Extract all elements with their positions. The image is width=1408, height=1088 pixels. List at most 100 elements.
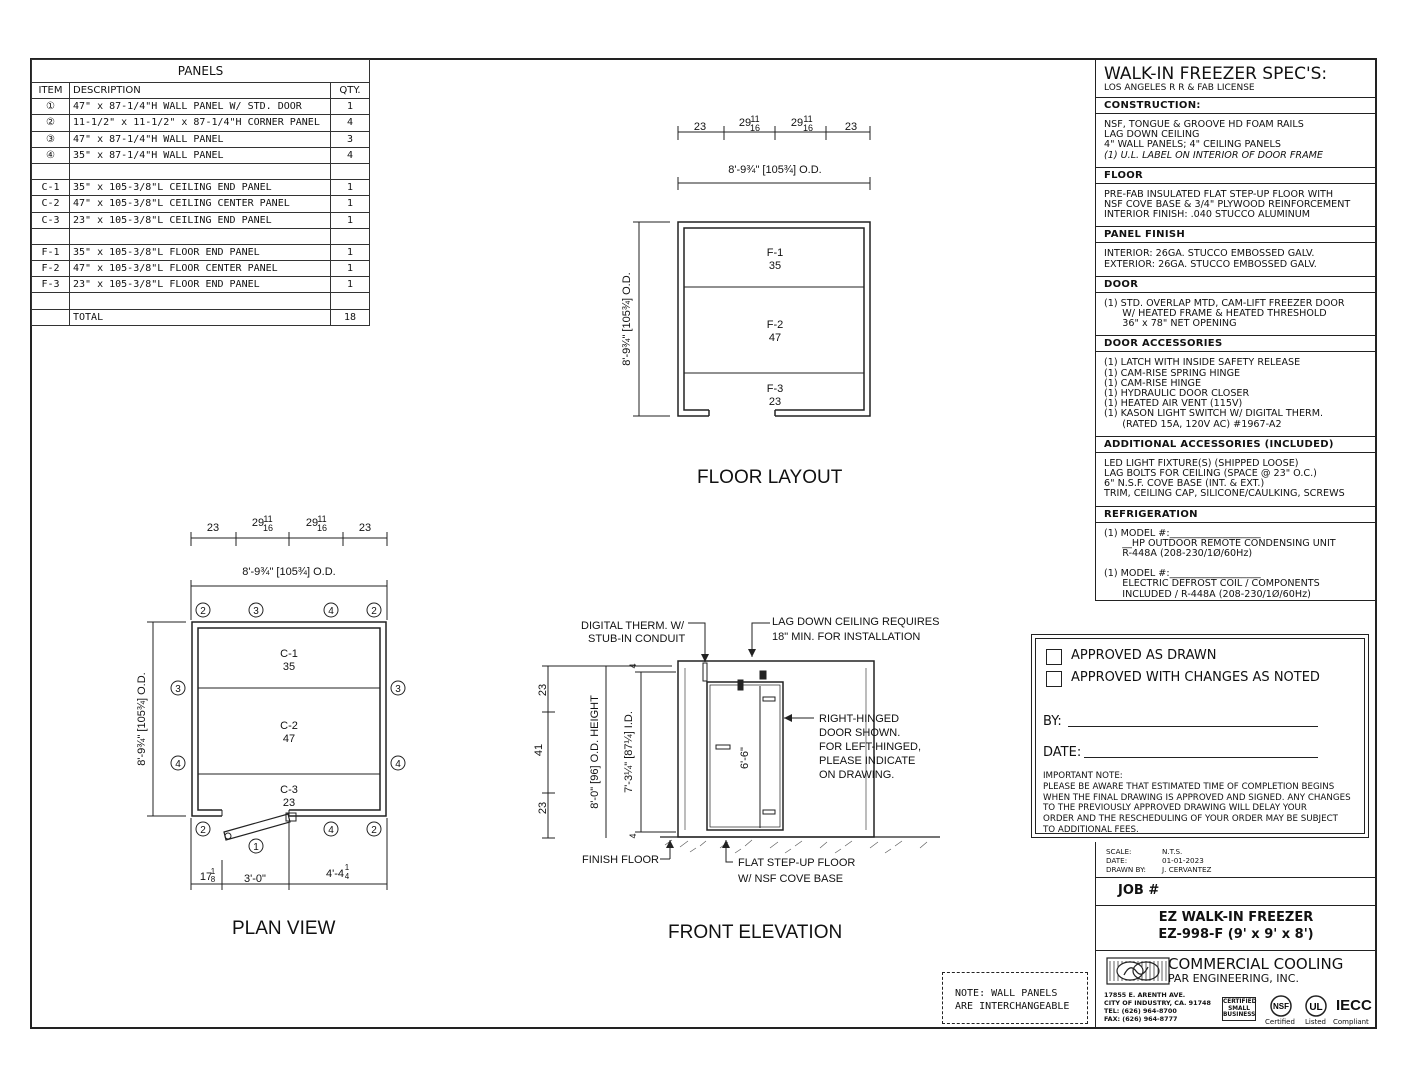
spec-section-heading: DOOR xyxy=(1096,275,1376,293)
panel-cell-item: ③ xyxy=(31,130,70,148)
spec-line: R-448A (208-230/1Ø/60Hz) xyxy=(1104,548,1253,560)
approval-inner-border: APPROVED AS DRAWN APPROVED WITH CHANGES … xyxy=(1035,638,1365,835)
job-label: JOB # xyxy=(1118,883,1160,898)
spec-line: INTERIOR FINISH: .040 STUCCO ALUMINUM xyxy=(1104,209,1311,221)
spec-line: __HP OUTDOOR REMOTE CONDENSING UNIT xyxy=(1104,537,1336,549)
nsf-caption: Certified xyxy=(1265,1018,1295,1026)
panel-cell-qty: 1 xyxy=(330,98,370,116)
title-block: SCALE: N.T.S. DATE: 01-01-2023 DRAWN BY:… xyxy=(1095,842,1376,1029)
spec-line: (1) HEATED AIR VENT (115V) xyxy=(1104,398,1243,410)
spec-line: ELECTRIC DEFROST COIL / COMPONENTS xyxy=(1104,578,1320,590)
svg-text:NSF: NSF xyxy=(1273,1002,1289,1011)
spec-line: (1) CAM-RISE HINGE xyxy=(1104,377,1202,389)
spec-line: W/ HEATED FRAME & HEATED THRESHOLD xyxy=(1104,308,1327,320)
spec-sections: CONSTRUCTION:NSF, TONGUE & GROOVE HD FOA… xyxy=(1096,97,1376,606)
panel-cell-item: F-2 xyxy=(31,260,70,278)
spec-line: 4" WALL PANELS; 4" CEILING PANELS xyxy=(1104,139,1281,151)
spec-line: (1) LATCH WITH INSIDE SAFETY RELEASE xyxy=(1104,357,1301,369)
spec-line: (1) KASON LIGHT SWITCH W/ DIGITAL THERM. xyxy=(1104,408,1324,420)
panels-title: PANELS xyxy=(31,59,370,83)
spec-section-heading: FLOOR xyxy=(1096,166,1376,184)
panel-cell-desc: 35" x 87-1/4"H WALL PANEL xyxy=(69,146,331,164)
panel-cell-qty: 3 xyxy=(330,130,370,148)
spec-line: (RATED 15A, 120V AC) #1967-A2 xyxy=(1104,418,1282,430)
panel-cell-desc: 23" x 105-3/8"L CEILING END PANEL xyxy=(69,211,331,229)
spec-line: (1) HYDRAULIC DOOR CLOSER xyxy=(1104,388,1250,400)
spec-line-italic: (1) U.L. LABEL ON INTERIOR OF DOOR FRAME xyxy=(1104,149,1323,161)
spec-subtitle: LOS ANGELES R R & FAB LICENSE xyxy=(1104,83,1255,93)
panel-cell-qty: 1 xyxy=(330,211,370,229)
panel-cell-desc xyxy=(69,227,331,245)
spec-line: 6" N.S.F. COVE BASE (INT. & EXT.) xyxy=(1104,478,1265,490)
approved-checkbox[interactable] xyxy=(1046,649,1062,665)
date-signature-line[interactable] xyxy=(1084,757,1318,758)
drawn-value: J. CERVANTEZ xyxy=(1162,865,1212,874)
spec-section-body: (1) STD. OVERLAP MTD, CAM-LIFT FREEZER D… xyxy=(1096,293,1376,336)
panel-cell-qty: 1 xyxy=(330,260,370,278)
wall-panels-note: NOTE: WALL PANELS ARE INTERCHANGEABLE xyxy=(942,972,1088,1024)
approved-changes-label: APPROVED WITH CHANGES AS NOTED xyxy=(1071,670,1320,685)
header-item: ITEM xyxy=(31,81,70,100)
spec-line: LAG BOLTS FOR CEILING (SPACE @ 23" O.C.) xyxy=(1104,468,1317,480)
panel-row xyxy=(31,227,370,245)
panel-cell-qty xyxy=(330,292,370,310)
panel-cell-desc: 23" x 105-3/8"L FLOOR END PANEL xyxy=(69,276,331,294)
panel-cell-qty: 4 xyxy=(330,146,370,164)
spec-section-heading: DOOR ACCESSORIES xyxy=(1096,335,1376,353)
wall-panels-note-text: NOTE: WALL PANELS ARE INTERCHANGEABLE xyxy=(955,988,1070,1012)
panel-cell-qty: 4 xyxy=(330,114,370,132)
spec-line: NSF COVE BASE & 3/4" PLYWOOD REINFORCEME… xyxy=(1104,199,1351,211)
spec-section-body: INTERIOR: 26GA. STUCCO EMBOSSED GALV.EXT… xyxy=(1096,243,1376,275)
spec-line: (1) MODEL #:___________________ xyxy=(1104,527,1261,539)
certified-small-business-badge: CERTIFIED SMALL BUSINESS xyxy=(1222,997,1256,1021)
panel-cell-item xyxy=(31,308,70,326)
panel-cell-desc: 47" x 105-3/8"L FLOOR CENTER PANEL xyxy=(69,260,331,278)
spec-section-body: (1) MODEL #:___________________ __HP OUT… xyxy=(1096,523,1376,606)
panel-cell-desc xyxy=(69,292,331,310)
spec-line: (1) STD. OVERLAP MTD, CAM-LIFT FREEZER D… xyxy=(1104,297,1345,309)
by-signature-line[interactable] xyxy=(1068,726,1318,727)
panel-cell-item: C-1 xyxy=(31,179,70,197)
panel-cell-item xyxy=(31,292,70,310)
panel-cell-qty: 1 xyxy=(330,276,370,294)
product-row: EZ WALK-IN FREEZER EZ-998-F (9' x 9' x 8… xyxy=(1096,905,1376,951)
panel-cell-desc xyxy=(69,162,331,181)
spec-line: INCLUDED / R-448A (208-230/1Ø/60Hz) xyxy=(1104,588,1311,600)
panel-cell-desc: 47" x 87-1/4"H WALL PANEL W/ STD. DOOR xyxy=(69,98,331,116)
panel-cell-desc: 47" x 87-1/4"H WALL PANEL xyxy=(69,130,331,148)
panel-cell-item: ② xyxy=(31,114,70,132)
panel-cell-qty: 1 xyxy=(330,195,370,213)
spec-title: WALK-IN FREEZER SPEC'S: xyxy=(1104,64,1328,84)
by-label: BY: xyxy=(1043,714,1062,729)
spec-panel: WALK-IN FREEZER SPEC'S: LOS ANGELES R R … xyxy=(1095,59,1376,601)
company-name: COMMERCIAL COOLING xyxy=(1168,955,1344,973)
ul-icon: UL xyxy=(1305,995,1327,1017)
spec-line: 36" x 78" NET OPENING xyxy=(1104,318,1237,330)
floor-layout-label: FLOOR LAYOUT xyxy=(697,467,843,488)
panel-cell-desc: 35" x 105-3/8"L FLOOR END PANEL xyxy=(69,243,331,262)
panel-cell-desc: TOTAL xyxy=(69,308,331,326)
date-value: 01-01-2023 xyxy=(1162,856,1204,865)
company-logo-icon xyxy=(1106,957,1170,985)
spec-line: LAG DOWN CEILING xyxy=(1104,129,1200,141)
approved-changes-checkbox[interactable] xyxy=(1046,671,1062,687)
job-row: JOB # xyxy=(1096,877,1376,906)
panel-cell-qty: 18 xyxy=(330,308,370,326)
company-sub: PAR ENGINEERING, INC. xyxy=(1168,972,1299,985)
header-description: DESCRIPTION xyxy=(69,81,331,100)
product-name: EZ WALK-IN FREEZER xyxy=(1158,910,1314,925)
nsf-icon: NSF xyxy=(1270,995,1292,1017)
spec-line: (1) MODEL #:___________________ xyxy=(1104,568,1261,580)
plan-view-label: PLAN VIEW xyxy=(232,918,336,939)
spec-line: EXTERIOR: 26GA. STUCCO EMBOSSED GALV. xyxy=(1104,258,1317,270)
ul-caption: Listed xyxy=(1305,1018,1326,1026)
